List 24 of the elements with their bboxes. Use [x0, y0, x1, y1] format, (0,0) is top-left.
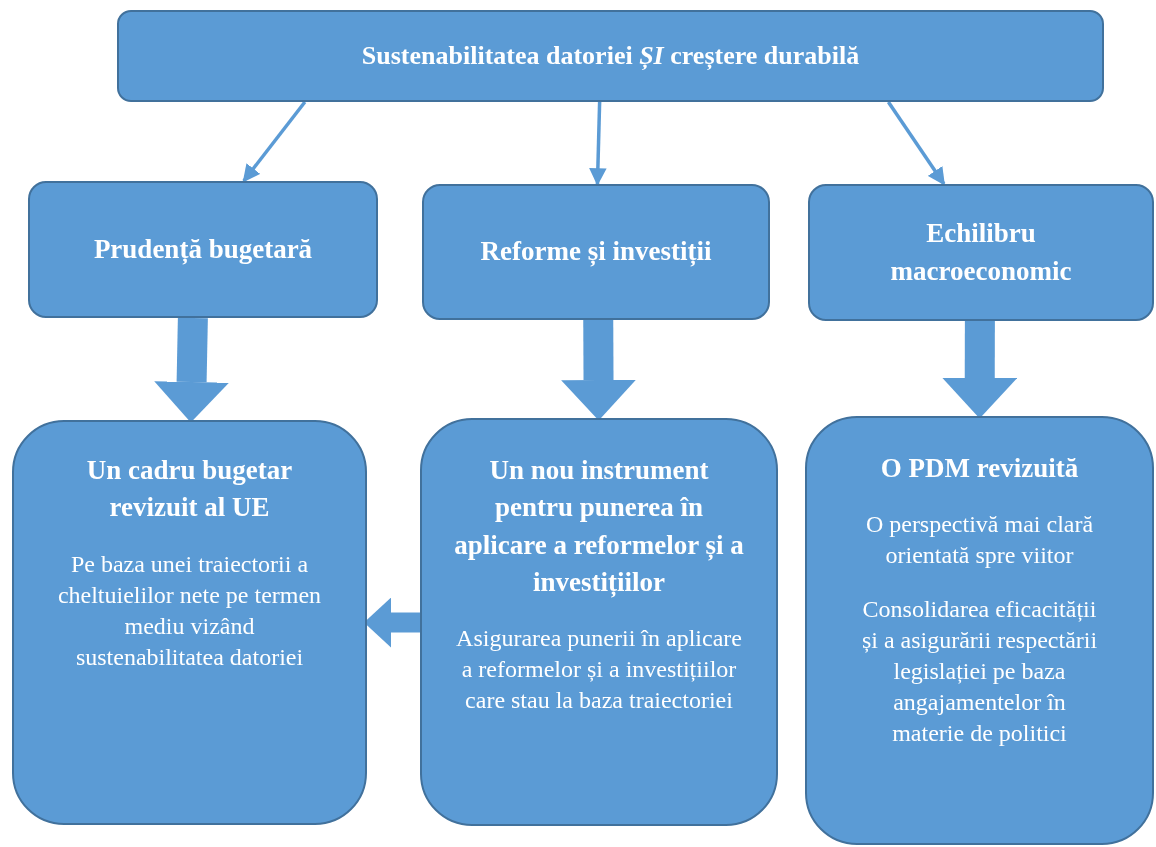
arrow [242, 100, 307, 183]
description: Asigurarea punerii în aplicare a reformelor și a investițiilor care stau la baza traiectoriei [455, 624, 743, 716]
block-arrow [154, 317, 229, 423]
heading: O PDM revizuită [880, 452, 1079, 485]
arrow [589, 101, 607, 186]
description: O perspectivă mai clară orientată spre viitor [864, 510, 1095, 571]
heading: Un cadru bugetar revizuit al UE [85, 454, 294, 525]
detail-box [12, 420, 367, 825]
heading: Prudență bugetară [93, 232, 313, 267]
category-box [808, 184, 1154, 321]
heading: Un nou instrument pentru punerea în aplicare a reformelor și a investițiilor [453, 454, 745, 600]
heading: Reforme și investiții [480, 235, 712, 269]
title-box [117, 10, 1104, 102]
block-arrow [942, 320, 1018, 419]
description: Consolidarea eficacității și a asigurării respectării legislației pe baza angajamentelor în materie de politici [860, 594, 1099, 749]
arrow [886, 101, 946, 186]
category-box [28, 181, 378, 318]
heading: Echilibru macroeconomic [889, 217, 1073, 288]
detail-box [420, 418, 778, 826]
description: Pe baza unei traiectorii a cheltuielilor nete pe termen mediu vizând sustenabilitatea datoriei [56, 549, 323, 673]
heading: Sustenabilitatea datoriei ȘI creștere durabilă [361, 40, 860, 73]
detail-box [805, 416, 1154, 845]
category-box [422, 184, 770, 320]
block-arrow [561, 319, 636, 421]
